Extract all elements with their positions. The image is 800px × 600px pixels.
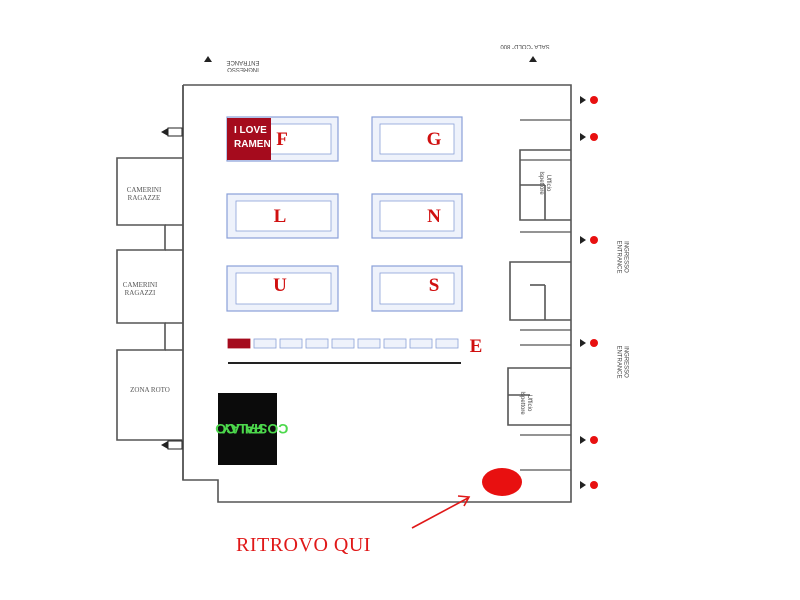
block-g-label: G [426,129,442,150]
meeting-point-arrow [411,495,471,529]
block-e-label: E [469,336,483,357]
cosplay-stage [218,393,277,465]
entrance-right-upper-label: INGRESSO ENTRANCE [615,240,629,274]
meeting-point-marker [482,468,522,496]
entrance-right-lower-label: INGRESSO ENTRANCE [615,345,629,379]
ramen-banner-text: I LOVE RAMEN [234,125,271,150]
entrance-top-right-label: SALA "COLD" 800 [500,43,550,49]
ramen-banner [227,118,271,160]
block-s-label: S [428,275,440,296]
block-u-label: U [273,275,287,296]
room-roto-zone: ZONA ROTO [130,386,170,394]
room-office-bottom: Ufficio Ispettore [519,391,532,415]
room-office-top: Ufficio Ispettore [538,171,551,195]
cosplay-stage-label: PALCO COSPLAY [215,421,289,437]
block-l-label: L [273,206,287,227]
entrance-top-label: INGRESSO ENTRANCE [226,59,260,72]
exit-markers [161,56,586,489]
meeting-point-label: RITROVO QUI [236,534,371,556]
block-f-label: F [276,129,288,150]
room-girls-changing: CAMERINI RAGAZZE [126,186,162,202]
room-boys-changing: CAMERINI RAGAZZI [122,281,158,297]
outer-walls [116,84,572,503]
block-e-row [227,338,459,349]
block-n-label: N [427,206,441,227]
